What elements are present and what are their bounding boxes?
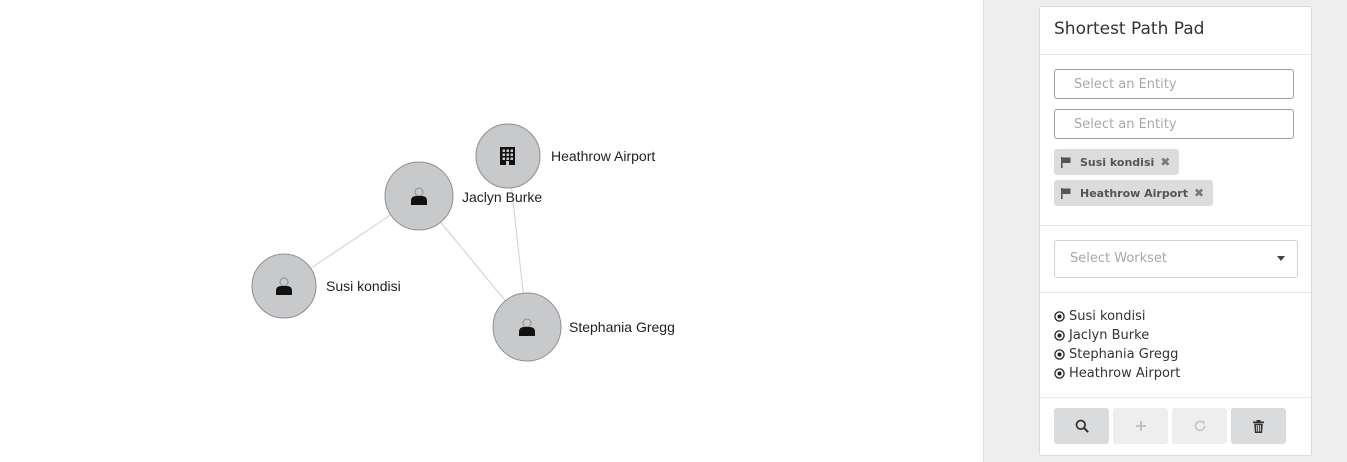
graph-node-jaclyn-burke[interactable]: Jaclyn Burke — [384, 161, 542, 231]
refresh-icon — [1194, 420, 1205, 432]
workset-placeholder: Select Workset — [1070, 251, 1168, 266]
graph-node-heathrow-airport[interactable]: Heathrow Airport — [475, 123, 655, 189]
node-label: Stephania Gregg — [569, 319, 675, 335]
path-list-item[interactable]: Jaclyn Burke — [1054, 326, 1297, 345]
tag-label: Heathrow Airport — [1080, 186, 1188, 200]
graph-canvas[interactable]: Heathrow Airport Jaclyn Burke Susi kondi… — [0, 0, 983, 462]
path-item-label: Heathrow Airport — [1069, 366, 1181, 381]
target-icon — [1054, 311, 1065, 322]
node-label: Heathrow Airport — [551, 148, 655, 164]
chevron-down-icon — [1277, 256, 1285, 261]
source-entity-input[interactable] — [1054, 69, 1294, 99]
selected-entity-tag: Heathrow Airport ✖ — [1054, 180, 1214, 206]
target-icon — [1054, 349, 1065, 360]
entity-selection-section: Susi kondisi ✖ Heathrow Airport ✖ — [1040, 55, 1311, 226]
add-button[interactable] — [1113, 408, 1168, 444]
target-entity-input[interactable] — [1054, 109, 1294, 139]
path-item-label: Susi kondisi — [1069, 309, 1146, 324]
right-panel: Shortest Path Pad Susi kondisi ✖ — [983, 0, 1347, 462]
building-icon — [500, 147, 515, 165]
workset-section: Select Workset — [1040, 226, 1311, 293]
target-icon — [1054, 330, 1065, 341]
panel-title: Shortest Path Pad — [1040, 7, 1311, 55]
path-result-list: Susi kondisi Jaclyn Burke Stephania Greg… — [1040, 293, 1311, 398]
user-icon — [411, 187, 427, 205]
user-icon — [519, 318, 535, 336]
graph-node-stephania-gregg[interactable]: Stephania Gregg — [492, 292, 675, 362]
workset-select[interactable]: Select Workset — [1054, 240, 1298, 278]
selected-entity-tags: Susi kondisi ✖ Heathrow Airport ✖ — [1054, 149, 1297, 211]
search-icon — [1075, 419, 1089, 433]
path-list-item[interactable]: Susi kondisi — [1054, 307, 1297, 326]
target-icon — [1054, 368, 1065, 379]
delete-button[interactable] — [1231, 408, 1286, 444]
flag-icon — [1061, 187, 1071, 199]
trash-icon — [1253, 419, 1264, 433]
flag-icon — [1061, 156, 1071, 168]
search-button[interactable] — [1054, 408, 1109, 444]
selected-entity-tag: Susi kondisi ✖ — [1054, 149, 1180, 175]
path-item-label: Stephania Gregg — [1069, 347, 1179, 362]
graph-node-susi-kondisi[interactable]: Susi kondisi — [251, 253, 401, 319]
shortest-path-pad: Shortest Path Pad Susi kondisi ✖ — [1039, 6, 1312, 456]
remove-tag-icon[interactable]: ✖ — [1160, 155, 1171, 169]
path-item-label: Jaclyn Burke — [1069, 328, 1150, 343]
refresh-button[interactable] — [1172, 408, 1227, 444]
node-label: Susi kondisi — [326, 278, 401, 294]
action-toolbar — [1040, 398, 1311, 444]
node-label: Jaclyn Burke — [462, 189, 542, 205]
path-list-item[interactable]: Stephania Gregg — [1054, 345, 1297, 364]
tag-label: Susi kondisi — [1080, 155, 1155, 169]
graph-svg: Heathrow Airport Jaclyn Burke Susi kondi… — [251, 123, 675, 362]
remove-tag-icon[interactable]: ✖ — [1193, 186, 1205, 200]
plus-icon — [1135, 421, 1146, 431]
user-icon — [276, 277, 292, 295]
path-list-item[interactable]: Heathrow Airport — [1054, 364, 1297, 383]
